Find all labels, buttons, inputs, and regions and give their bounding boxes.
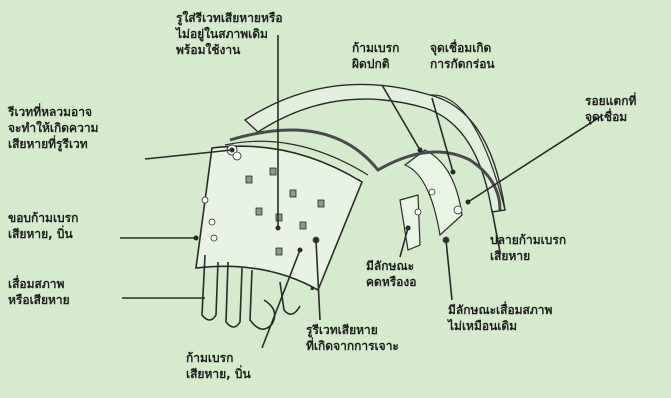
label-shoe-edge-damage: ขอบก้ามเบรก เสียหาย, บิ่น: [8, 210, 78, 242]
label-deformed: มีลักษณะ คดหรืองอ: [366, 258, 416, 290]
label-worn-damaged: เสื่อมสภาพ หรือเสียหาย: [8, 276, 70, 308]
label-shoe-chipped: ก้ามเบรก เสียหาย, บิ่น: [186, 350, 251, 382]
front-brake-shoe: [196, 141, 368, 290]
label-loose-rivet: รีเวทที่หลวมอาจ จะทำให้เกิดความ เสียหายท…: [8, 104, 98, 152]
label-weld-corrosion: จุดเชื่อมเกิด การกัดกร่อน: [430, 40, 495, 72]
label-shoe-tip-damage: ปลายก้ามเบรก เสียหาย: [490, 232, 566, 264]
label-deteriorated: มีลักษณะเสื่อมสภาพ ไม่เหมือนเดิม: [448, 302, 552, 334]
label-shoe-abnormal: ก้ามเบรก ผิดปกติ: [352, 40, 399, 72]
label-weld-crack: รอยแตกที่ จุดเชื่อม: [585, 93, 636, 125]
label-rivet-hole-not-ready: รูใส่รีเวทเสียหายหรือ ไม่อยู่ในสภาพเดิม …: [176, 10, 283, 58]
label-drill-rivet-damage: รูรีเวทเสียหาย ที่เกิดจากการเจาะ: [306, 322, 399, 354]
